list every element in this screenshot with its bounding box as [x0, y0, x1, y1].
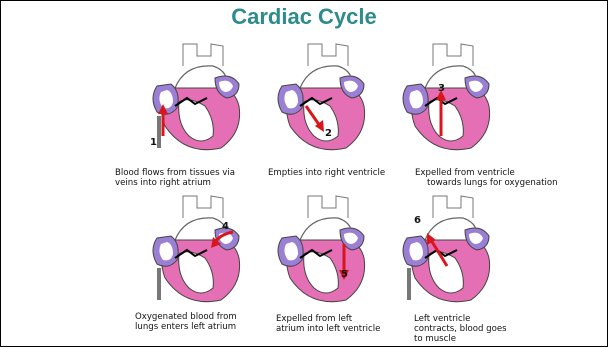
caption-step-2-line: Empties into right ventricle	[268, 168, 414, 178]
caption-step-4-line: Oxygenated blood from	[135, 312, 265, 322]
step-number-1: 1	[150, 138, 157, 148]
caption-step-4: Oxygenated blood from lungs enters left …	[135, 312, 265, 332]
caption-step-1-line: veins into right atrium	[115, 178, 271, 188]
slide-title: Cardiac Cycle	[0, 4, 608, 30]
caption-step-6-line: contracts, blood goes	[414, 324, 544, 334]
step-number-5: 5	[341, 270, 348, 280]
step-number-2: 2	[325, 129, 332, 139]
step-number-4: 4	[222, 222, 229, 232]
caption-step-5-line: Expelled from left	[276, 314, 406, 324]
heart-diagram-step-6	[385, 188, 515, 308]
caption-step-3: Expelled from ventricle towards lungs fo…	[415, 168, 565, 188]
heart-diagram-step-3	[385, 36, 515, 156]
caption-step-2: Empties into right ventricle	[268, 168, 414, 178]
step-number-3: 3	[438, 84, 445, 94]
caption-step-6: Left ventricle contracts, blood goes to …	[414, 314, 544, 344]
caption-step-1: Blood flows from tissues via veins into …	[115, 168, 271, 188]
step-number-6: 6	[414, 216, 421, 226]
caption-step-3-line: Expelled from ventricle	[415, 168, 565, 178]
caption-step-4-line: lungs enters left atrium	[135, 322, 265, 332]
caption-step-5-line: atrium into left ventricle	[276, 324, 406, 334]
caption-step-6-line: to muscle	[414, 334, 544, 344]
caption-step-1-line: Blood flows from tissues via	[115, 168, 271, 178]
caption-step-3-line: towards lungs for oxygenation	[415, 178, 565, 188]
caption-step-5: Expelled from left atrium into left vent…	[276, 314, 406, 334]
heart-diagram-step-4	[135, 188, 265, 308]
caption-step-6-line: Left ventricle	[414, 314, 544, 324]
heart-diagram-step-5	[260, 188, 390, 308]
